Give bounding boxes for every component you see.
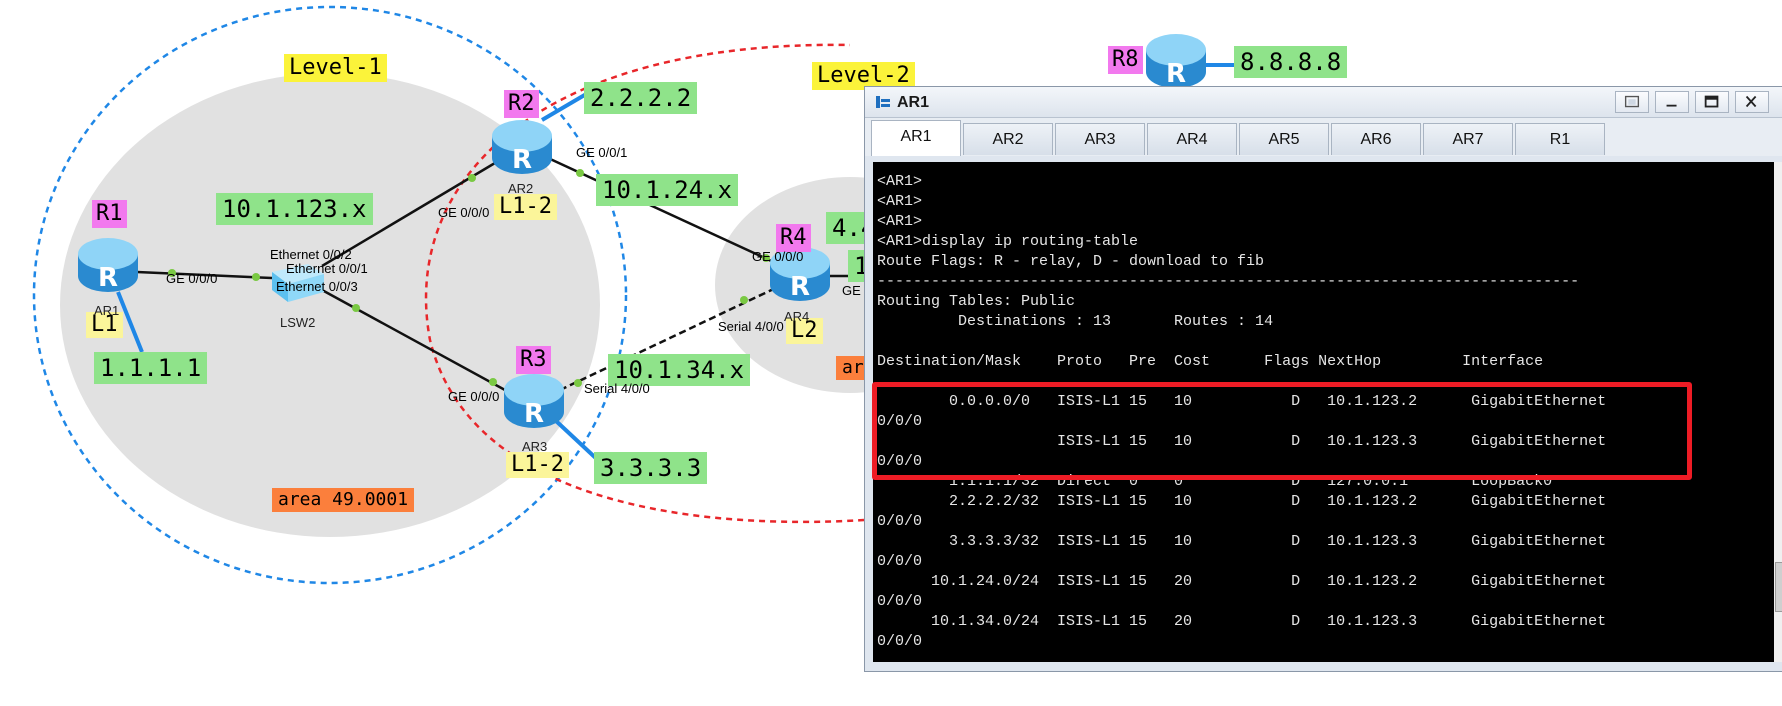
link-ar1-lsw2 bbox=[136, 270, 273, 280]
port-ar3-ge000: GE 0/0/0 bbox=[448, 389, 500, 404]
router-tag-r1: R1 bbox=[92, 200, 127, 228]
subnet-10-1-34-label: 10.1.34.x bbox=[608, 354, 751, 386]
port-ar4-ge-partial: GE bbox=[842, 283, 861, 298]
level-tag-r3: L1-2 bbox=[506, 452, 569, 478]
router-letter: R bbox=[98, 263, 118, 293]
console-line: <AR1> bbox=[877, 193, 923, 210]
port-ar2-ge001: GE 0/0/1 bbox=[576, 145, 628, 160]
console-line: Destinations : 13 Routes : 14 bbox=[877, 313, 1274, 330]
loopback-r3-label: 3.3.3.3 bbox=[594, 452, 708, 484]
console-line: Routing Tables: Public bbox=[877, 293, 1076, 310]
tab-ar7[interactable]: AR7 bbox=[1423, 123, 1513, 155]
console-window: AR1 AR1 AR2 AR3 AR4 AR5 AR6 AR7 R1 <AR1>… bbox=[864, 86, 1782, 672]
console-line: 0/0/0 bbox=[877, 413, 923, 430]
router-ar2-icon[interactable]: R bbox=[490, 118, 554, 176]
console-scrollbar[interactable] bbox=[1774, 162, 1782, 662]
console-line: Route Flags: R - relay, D - download to … bbox=[877, 253, 1265, 270]
tab-ar1[interactable]: AR1 bbox=[871, 120, 961, 156]
console-line: 0/0/0 bbox=[877, 513, 923, 530]
level1-boundary bbox=[32, 5, 628, 585]
window-title: AR1 bbox=[897, 94, 930, 111]
app-icon bbox=[876, 96, 890, 108]
loopback-r8-label: 8.8.8.8 bbox=[1234, 46, 1348, 78]
device-name-ar1: AR1 bbox=[94, 303, 120, 318]
port-ar2-ge000: GE 0/0/0 bbox=[438, 205, 490, 220]
console-line: 0/0/0 bbox=[877, 593, 923, 610]
tab-ar2[interactable]: AR2 bbox=[963, 123, 1053, 155]
console-line: <AR1> bbox=[877, 173, 923, 190]
switch-lsw2-icon[interactable] bbox=[268, 258, 328, 306]
tab-ar3[interactable]: AR3 bbox=[1055, 123, 1145, 155]
router-ar1-icon[interactable]: R bbox=[76, 236, 140, 294]
port-ar3-s400: Serial 4/0/0 bbox=[584, 381, 650, 396]
window-titlebar[interactable]: AR1 bbox=[865, 87, 1782, 118]
tab-ar6[interactable]: AR6 bbox=[1331, 123, 1421, 155]
console-line: 0/0/0 bbox=[877, 553, 923, 570]
loopback-r2-label: 2.2.2.2 bbox=[584, 82, 698, 114]
maximize-icon bbox=[1704, 95, 1719, 108]
level2-boundary bbox=[424, 43, 865, 524]
console-line: 0/0/0 bbox=[877, 453, 923, 470]
device-name-ar2: AR2 bbox=[508, 181, 534, 196]
tab-ar5[interactable]: AR5 bbox=[1239, 123, 1329, 155]
minimize-button[interactable] bbox=[1655, 91, 1689, 113]
console-line: 10.1.24.0/24 ISIS-L1 15 20 D 10.1.123.2 … bbox=[877, 573, 1607, 590]
router-letter: R bbox=[1166, 59, 1186, 89]
router-tag-r2: R2 bbox=[504, 90, 539, 118]
router-tag-r3: R3 bbox=[516, 346, 551, 374]
scrollbar-thumb[interactable] bbox=[1775, 562, 1782, 612]
loopback-r1-label: 1.1.1.1 bbox=[94, 352, 208, 384]
level-tag-r2: L1-2 bbox=[494, 194, 557, 220]
restore-button[interactable] bbox=[1615, 91, 1649, 113]
console-line: 3.3.3.3/32 ISIS-L1 15 10 D 10.1.123.3 Gi… bbox=[877, 533, 1607, 550]
port-lsw-e001: Ethernet 0/0/1 bbox=[286, 261, 368, 276]
port-ar1-ge000: GE 0/0/0 bbox=[166, 271, 218, 286]
console-line: 0.0.0.0/0 ISIS-L1 15 10 D 10.1.123.2 Gig… bbox=[877, 393, 1607, 410]
port-lsw-e002: Ethernet 0/0/2 bbox=[270, 247, 352, 262]
default-route-highlight-box bbox=[872, 382, 1692, 480]
area-49-0001-region bbox=[60, 73, 600, 537]
tab-r1[interactable]: R1 bbox=[1515, 123, 1605, 155]
device-tab-bar: AR1 AR2 AR3 AR4 AR5 AR6 AR7 R1 bbox=[865, 118, 1782, 156]
router-ar4-icon[interactable]: R bbox=[768, 245, 832, 303]
tab-ar4[interactable]: AR4 bbox=[1147, 123, 1237, 155]
console-line: 0/0/0 bbox=[877, 633, 923, 650]
loopback-link-r3 bbox=[553, 418, 602, 464]
subnet-10-1-123-label: 10.1.123.x bbox=[216, 193, 373, 225]
router-letter: R bbox=[512, 145, 532, 175]
loopback-link-r2 bbox=[540, 91, 590, 122]
device-name-ar4: AR4 bbox=[784, 309, 810, 324]
router-letter: R bbox=[790, 272, 810, 302]
area-label: area 49.0001 bbox=[272, 488, 415, 512]
maximize-button[interactable] bbox=[1695, 91, 1729, 113]
level-tag-r4: L2 bbox=[786, 318, 823, 344]
port-ar4-s400: Serial 4/0/0 bbox=[718, 319, 784, 334]
console-line: ----------------------------------------… bbox=[877, 273, 1580, 290]
port-lsw-e003: Ethernet 0/0/3 bbox=[276, 279, 358, 294]
close-icon bbox=[1745, 95, 1757, 108]
console-line: Destination/Mask Proto Pre Cost Flags Ne… bbox=[877, 353, 1544, 370]
router-r8-icon[interactable]: R bbox=[1144, 32, 1208, 90]
level2-label: Level-2 bbox=[812, 62, 915, 90]
console-line: 10.1.34.0/24 ISIS-L1 15 20 D 10.1.123.3 … bbox=[877, 613, 1607, 630]
console-line: <AR1>display ip routing-table bbox=[877, 233, 1139, 250]
subnet-10-1-24-label: 10.1.24.x bbox=[596, 174, 739, 206]
router-ar3-icon[interactable]: R bbox=[502, 372, 566, 430]
level1-label: Level-1 bbox=[284, 54, 387, 82]
device-name-ar3: AR3 bbox=[522, 439, 548, 454]
port-ar4-ge000: GE 0/0/0 bbox=[752, 249, 804, 264]
router-tag-r8: R8 bbox=[1108, 46, 1143, 74]
link-ar2-ar4 bbox=[547, 156, 781, 267]
restore-icon bbox=[1624, 95, 1640, 108]
console-line: 2.2.2.2/32 ISIS-L1 15 10 D 10.1.123.2 Gi… bbox=[877, 493, 1607, 510]
console-line: ISIS-L1 15 10 D 10.1.123.3 GigabitEthern… bbox=[877, 433, 1607, 450]
console-line: <AR1> bbox=[877, 213, 923, 230]
router-tag-r4: R4 bbox=[776, 224, 811, 252]
minimize-icon bbox=[1666, 104, 1677, 107]
close-button[interactable] bbox=[1735, 91, 1769, 113]
router-letter: R bbox=[524, 399, 544, 429]
level-tag-r1: L1 bbox=[86, 312, 123, 338]
loopback-link-r1 bbox=[116, 291, 144, 353]
device-name-lsw2: LSW2 bbox=[280, 315, 316, 330]
